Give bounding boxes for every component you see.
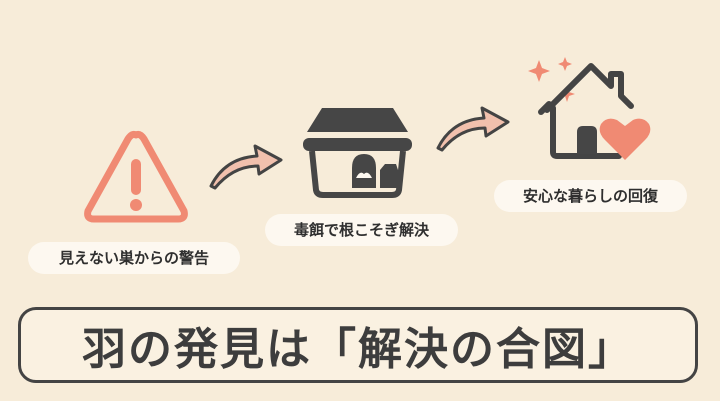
house-heart-icon bbox=[527, 52, 657, 164]
warning-triangle-icon bbox=[82, 127, 190, 227]
bait-station-icon bbox=[300, 104, 415, 198]
step-2-label: 毒餌で根こそぎ解決 bbox=[265, 214, 458, 246]
step-3-label: 安心な暮らしの回復 bbox=[494, 180, 687, 212]
arrow-right-icon bbox=[432, 100, 512, 155]
conclusion-banner: 羽の発見は「解決の合図」 bbox=[18, 307, 698, 383]
arrow-right-icon bbox=[205, 138, 285, 193]
step-1-label: 見えない巣からの警告 bbox=[28, 242, 240, 274]
